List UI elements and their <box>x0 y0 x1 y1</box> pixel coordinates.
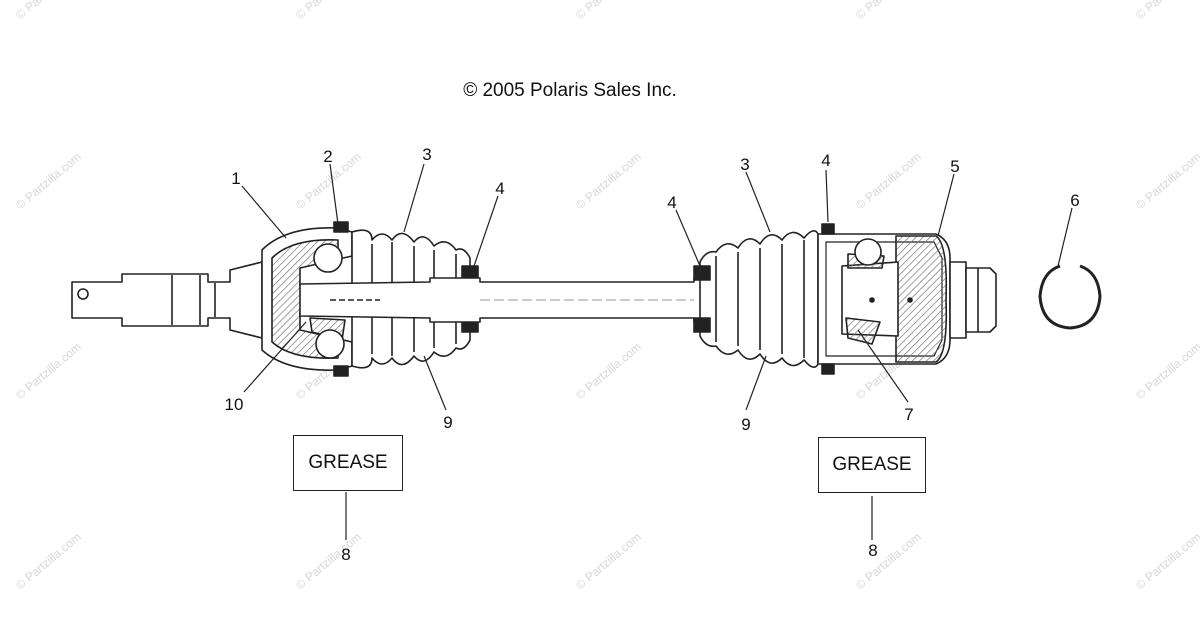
grease-label-left: GREASE <box>293 435 403 491</box>
watermark-text: © Partzilla.com <box>1133 0 1200 22</box>
grease-label-right: GREASE <box>818 437 926 493</box>
left-stub-shaft <box>71 261 263 339</box>
watermark-text: © Partzilla.com <box>573 150 644 213</box>
callout-1: 1 <box>231 169 240 188</box>
callout-8: 8 <box>868 541 877 560</box>
watermark-text: © Partzilla.com <box>853 0 924 22</box>
leader-lines <box>241 163 1073 540</box>
callout-labels: 1 2 3 4 4 3 4 5 6 7 8 8 9 9 10 <box>225 145 1080 564</box>
callout-6: 6 <box>1070 191 1079 210</box>
callout-8: 8 <box>341 545 350 564</box>
watermark-text: © Partzilla.com <box>1133 530 1200 593</box>
circlip <box>1038 264 1102 330</box>
right-cv-housing <box>817 223 997 375</box>
watermark-text: © Partzilla.com <box>853 530 924 593</box>
callout-4: 4 <box>821 151 830 170</box>
callout-3: 3 <box>740 155 749 174</box>
callout-3: 3 <box>422 145 431 164</box>
callout-4: 4 <box>495 179 504 198</box>
callout-2: 2 <box>323 147 332 166</box>
watermark-text: © Partzilla.com <box>573 530 644 593</box>
callout-7: 7 <box>904 405 913 424</box>
watermark-text: © Partzilla.com <box>573 340 644 403</box>
watermark-text: © Partzilla.com <box>293 0 364 22</box>
callout-9: 9 <box>741 415 750 434</box>
copyright-text: © 2005 Polaris Sales Inc. <box>463 80 677 101</box>
watermark-text: © Partzilla.com <box>573 0 644 22</box>
watermark-text: © Partzilla.com <box>13 150 84 213</box>
callout-4: 4 <box>667 193 676 212</box>
watermark-text: © Partzilla.com <box>13 0 84 22</box>
watermark-text: © Partzilla.com <box>13 340 84 403</box>
watermark-text: © Partzilla.com <box>1133 150 1200 213</box>
callout-9: 9 <box>443 413 452 432</box>
watermark-text: © Partzilla.com <box>853 150 924 213</box>
callout-10: 10 <box>225 395 244 414</box>
callout-5: 5 <box>950 157 959 176</box>
right-boot <box>693 230 819 368</box>
watermark-text: © Partzilla.com <box>293 530 364 593</box>
watermark-text: © Partzilla.com <box>1133 340 1200 403</box>
watermark-text: © Partzilla.com <box>13 530 84 593</box>
